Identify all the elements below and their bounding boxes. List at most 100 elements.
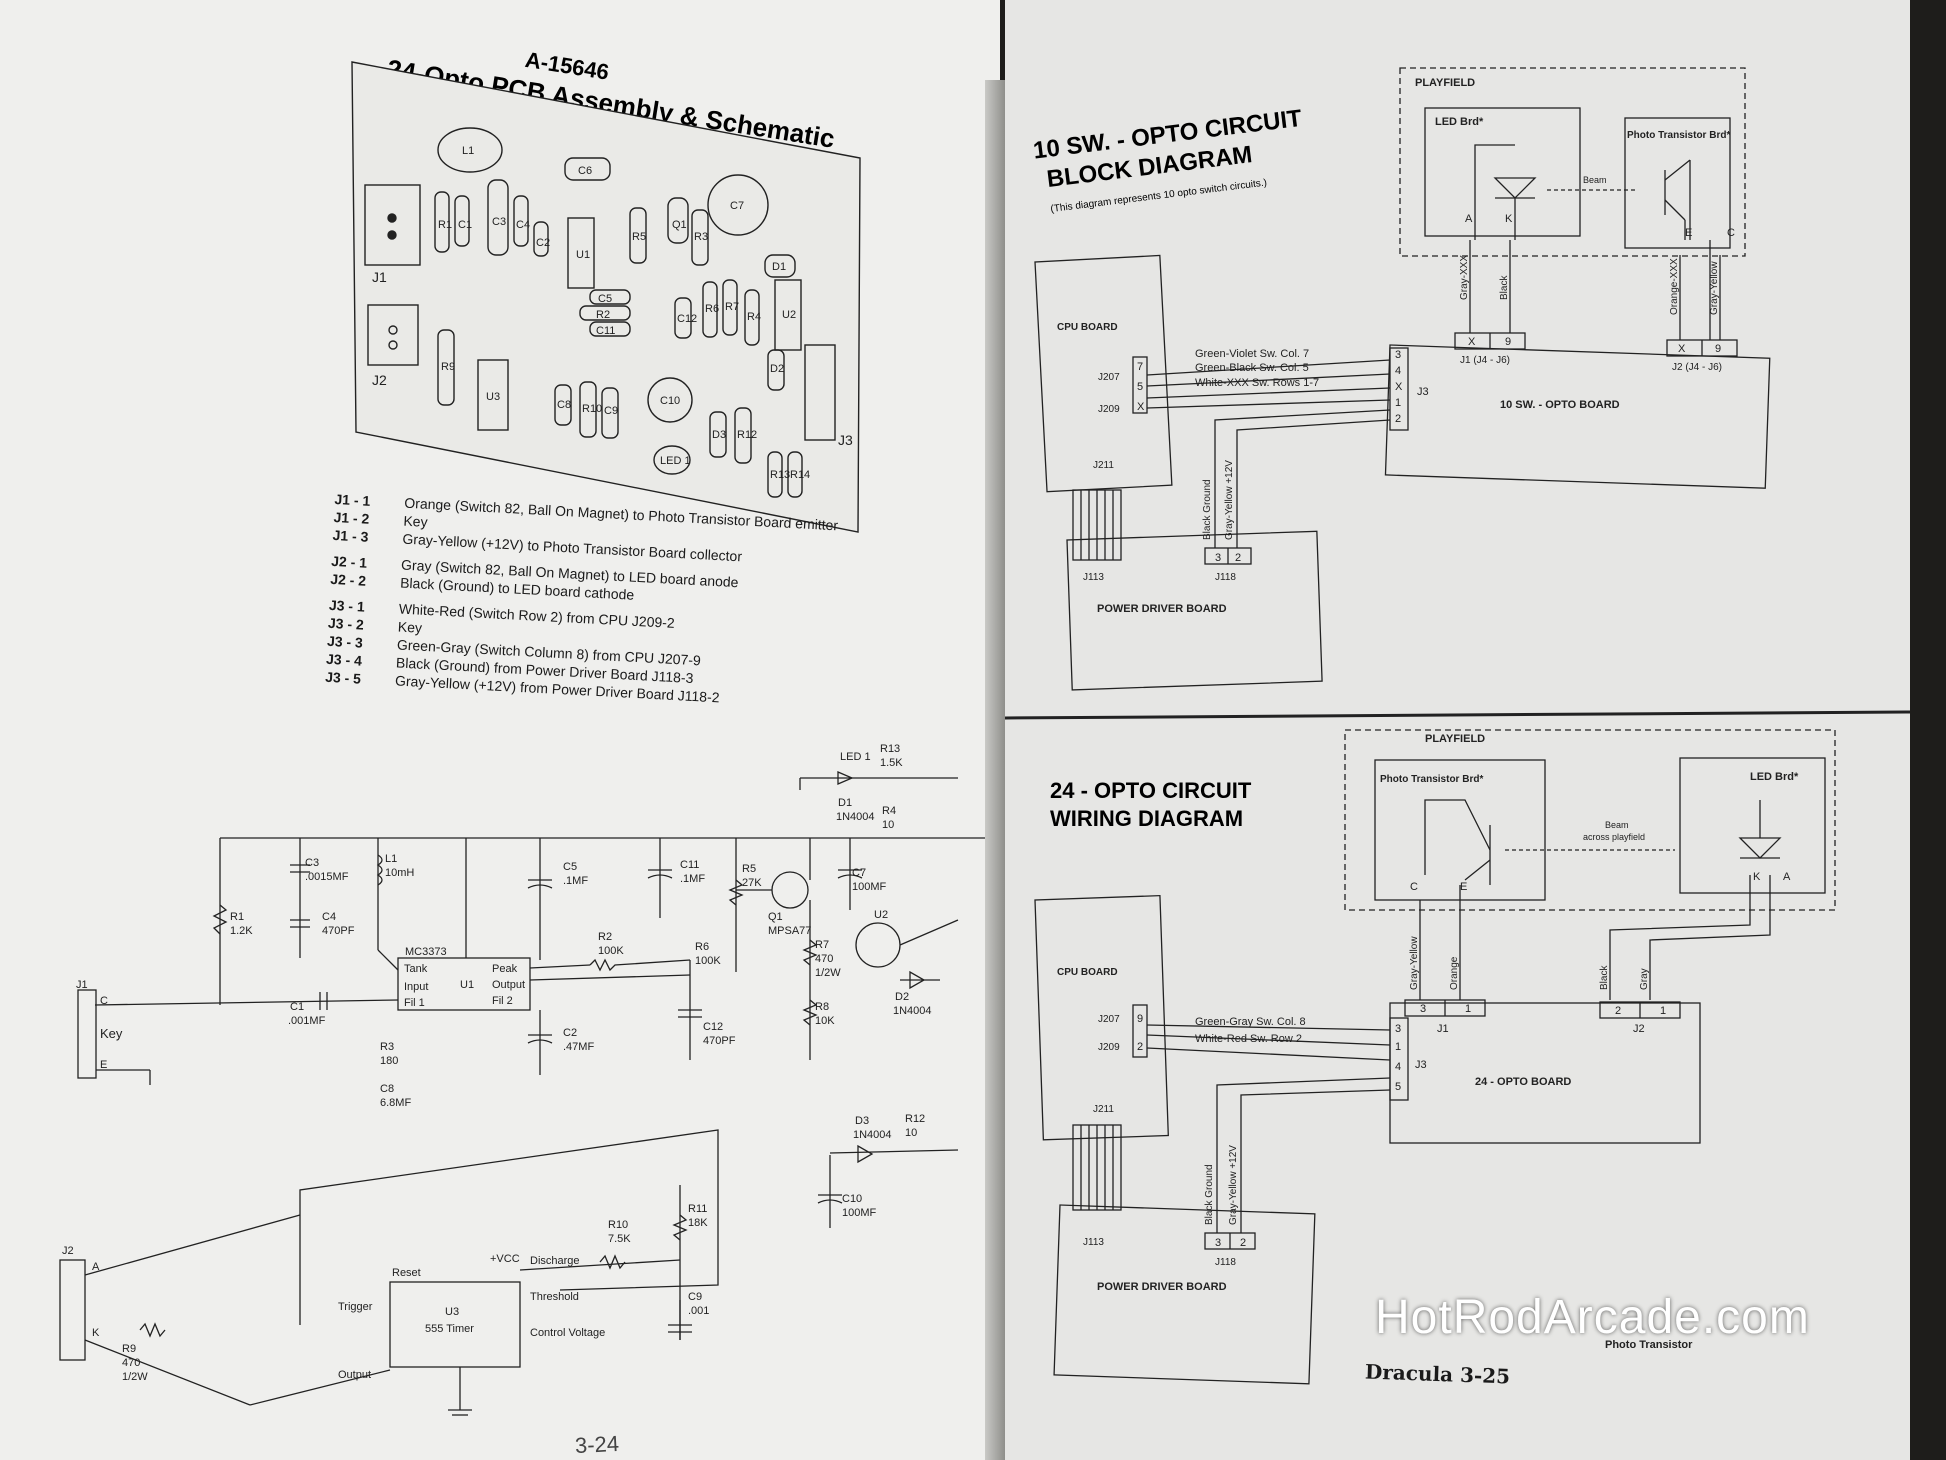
svg-text:555 Timer: 555 Timer (425, 1323, 474, 1335)
svg-text:1N4004: 1N4004 (853, 1129, 892, 1141)
svg-text:C12: C12 (703, 1021, 723, 1033)
svg-text:R4: R4 (747, 311, 761, 323)
svg-text:J211: J211 (1093, 1104, 1114, 1115)
svg-text:J3: J3 (1415, 1059, 1427, 1071)
svg-text:R10: R10 (582, 403, 602, 415)
wiring-playfield-box (1344, 729, 1836, 911)
svg-text:R6: R6 (705, 303, 719, 315)
svg-text:J1: J1 (372, 269, 387, 285)
svg-text:7: 7 (1137, 361, 1143, 373)
svg-text:Black: Black (1599, 965, 1610, 990)
svg-text:A: A (92, 1261, 100, 1273)
svg-text:R9: R9 (122, 1343, 136, 1355)
svg-text:J2 (J4 - J6): J2 (J4 - J6) (1672, 362, 1722, 373)
svg-text:C5: C5 (563, 861, 577, 873)
svg-text:Orange: Orange (1449, 956, 1460, 990)
svg-text:.1MF: .1MF (680, 873, 705, 885)
svg-text:R9: R9 (441, 361, 455, 373)
svg-text:1/2W: 1/2W (815, 967, 841, 979)
svg-text:CPU BOARD: CPU BOARD (1057, 322, 1118, 333)
svg-text:Key: Key (100, 1026, 123, 1041)
svg-text:D2: D2 (895, 991, 909, 1003)
svg-text:2: 2 (1137, 1041, 1143, 1053)
svg-text:C11: C11 (680, 859, 699, 871)
u3-555-timer (389, 1281, 521, 1368)
svg-text:LED 1: LED 1 (840, 751, 871, 763)
svg-text:Black Ground: Black Ground (1202, 479, 1213, 540)
svg-text:J209: J209 (1098, 1042, 1120, 1053)
svg-text:1.5K: 1.5K (880, 757, 903, 769)
svg-text:R5: R5 (742, 863, 756, 875)
svg-text:5: 5 (1137, 381, 1143, 393)
svg-text:Gray-Yellow +12V: Gray-Yellow +12V (1228, 1145, 1239, 1225)
svg-text:L1: L1 (462, 145, 474, 157)
svg-text:C: C (1410, 881, 1418, 893)
svg-text:Gray-XXX: Gray-XXX (1459, 255, 1470, 300)
svg-text:J1: J1 (76, 979, 88, 991)
svg-text:R11: R11 (688, 1203, 707, 1215)
svg-text:J3: J3 (1417, 386, 1429, 398)
svg-text:CPU BOARD: CPU BOARD (1057, 967, 1118, 978)
svg-text:C4: C4 (322, 911, 336, 923)
svg-text:X: X (1468, 336, 1476, 348)
svg-text:J113: J113 (1083, 1237, 1104, 1248)
svg-text:1: 1 (1395, 397, 1401, 409)
svg-text:100MF: 100MF (852, 881, 887, 893)
svg-text:100K: 100K (598, 945, 624, 957)
svg-text:U3: U3 (486, 391, 500, 403)
svg-text:D3: D3 (712, 429, 726, 441)
svg-text:A: A (1783, 871, 1791, 883)
svg-text:D3: D3 (855, 1115, 869, 1127)
svg-text:C6: C6 (578, 165, 592, 177)
pcb-j2-connector (367, 304, 419, 366)
svg-text:C10: C10 (842, 1193, 862, 1205)
wiring-j3 (1389, 1017, 1409, 1101)
svg-text:PLAYFIELD: PLAYFIELD (1425, 733, 1485, 745)
svg-text:Photo Transistor: Photo Transistor (1605, 1339, 1693, 1351)
svg-text:PLAYFIELD: PLAYFIELD (1415, 77, 1475, 89)
svg-text:Output: Output (492, 979, 525, 991)
svg-text:Control Voltage: Control Voltage (530, 1327, 605, 1339)
svg-text:1/2W: 1/2W (122, 1371, 148, 1383)
svg-text:5: 5 (1395, 1081, 1401, 1093)
svg-text:470PF: 470PF (703, 1035, 736, 1047)
svg-text:Green-Black Sw. Col. 5: Green-Black Sw. Col. 5 (1195, 362, 1309, 374)
q1-transistor (771, 871, 809, 909)
svg-text:Gray-Yellow +12V: Gray-Yellow +12V (1224, 460, 1235, 540)
svg-text:3: 3 (1395, 349, 1401, 361)
block-playfield-box (1399, 67, 1746, 257)
svg-text:J207: J207 (1098, 372, 1120, 383)
svg-text:D2: D2 (770, 363, 784, 375)
pcb-u2 (774, 279, 802, 351)
svg-text:Gray-Yellow: Gray-Yellow (1709, 261, 1720, 315)
svg-text:Beam: Beam (1583, 175, 1607, 185)
svg-text:across playfield: across playfield (1583, 832, 1645, 842)
svg-text:R12: R12 (905, 1113, 925, 1125)
block-photo-board (1624, 117, 1731, 249)
svg-text:470PF: 470PF (322, 925, 355, 937)
svg-text:J1: J1 (1437, 1023, 1449, 1035)
svg-text:C7: C7 (852, 867, 866, 879)
svg-text:X: X (1395, 381, 1403, 393)
svg-text:MC3373: MC3373 (405, 946, 447, 958)
svg-text:180: 180 (380, 1055, 398, 1067)
svg-text:Input: Input (404, 981, 428, 993)
svg-text:2: 2 (1235, 552, 1241, 564)
svg-text:R1: R1 (230, 911, 244, 923)
svg-text:C: C (1727, 227, 1735, 239)
svg-text:R5: R5 (632, 231, 646, 243)
svg-text:1.2K: 1.2K (230, 925, 253, 937)
svg-text:K: K (1505, 213, 1513, 225)
svg-text:Reset: Reset (392, 1267, 421, 1279)
block-j3 (1389, 347, 1409, 431)
svg-text:K: K (92, 1327, 100, 1339)
u1-chip (397, 957, 531, 1011)
svg-text:10K: 10K (815, 1015, 835, 1027)
svg-text:.001: .001 (688, 1305, 709, 1317)
svg-text:Trigger: Trigger (338, 1301, 373, 1313)
svg-text:R7: R7 (815, 939, 829, 951)
svg-text:LED Brd*: LED Brd* (1750, 771, 1799, 783)
svg-text:Photo Transistor Brd*: Photo Transistor Brd* (1380, 774, 1483, 785)
svg-text:R12: R12 (737, 429, 757, 441)
svg-text:LED Brd*: LED Brd* (1435, 116, 1484, 128)
